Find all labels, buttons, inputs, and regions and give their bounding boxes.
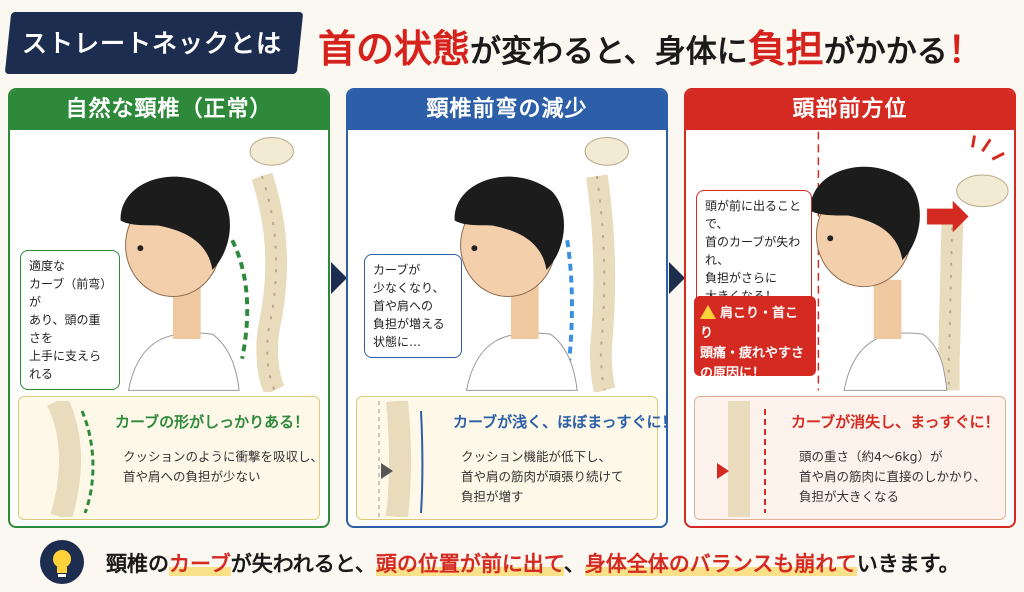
callout-line: 少なくなり、 [373,281,445,295]
summary-line: 首や肩の筋肉に直接のしかかり、 [799,469,987,484]
summary-box: カーブが消失し、まっすぐに！ 頭の重さ（約4〜6kg）が 首や肩の筋肉に直接のし… [694,396,1006,520]
callout-reduced: カーブが 少なくなり、 首や肩への 負担が増える 状態に… [364,254,462,358]
person-illustration [810,166,948,391]
footer-highlight: カーブ [169,552,231,576]
panel-forward-head: 頭部前方位 頭が前に出ることで、 首のカーブが失われ、 負担がさらに 大きくなる… [684,88,1016,528]
callout-line: 上手に支えられる [29,349,102,381]
summary-line: 負担が増す [461,489,524,504]
summary-line: クッションのように衝撃を吸収し、 [123,449,324,464]
summary-box: カーブが浅く、ほぼまっすぐに！ クッション機能が低下し、 首や肩の筋肉が頑張り続… [356,396,666,520]
headline: 首の状態が変わると、身体に負担がかかる！ [318,18,984,73]
callout-normal: 適度な カーブ（前弯）が あり、頭の重さを 上手に支えられる [20,250,120,390]
footer-part: が失われると、 [230,552,376,576]
summary-body: クッションのように衝撃を吸収し、 首や肩への負担が少ない [123,447,323,487]
callout-line: あり、頭の重さを [29,313,101,345]
spine-illustration [378,401,424,517]
spine-illustration [937,215,964,391]
headline-part-1: 首の状態 [318,27,471,71]
footer-highlight: 頭の位置が前に出て [375,552,564,576]
warning-line: 肩こり・首こり [700,306,799,341]
callout-line: 負担がさらに [705,271,778,285]
summary-line: 負担が大きくなる [799,489,900,504]
chevron-right-icon [331,262,347,294]
callout-line: 首や肩への [373,299,434,313]
spine-illustration [717,401,766,517]
headline-part-2: が変わると、身体に [470,34,748,70]
callout-line: 頭が前に出ることで、 [705,199,802,231]
reduced-neck-illustration [454,137,629,392]
summary-title: カーブの形がしっかりある！ [115,413,310,431]
footer-part: 頸椎の [106,552,169,576]
curve-indicator [230,239,250,360]
callout-line: カーブが [373,263,421,277]
callout-line: カーブ（前弯）が [29,277,107,309]
spine-illustration [586,174,616,392]
person-illustration [454,176,578,391]
summary-title: カーブが消失し、まっすぐに！ [791,413,1000,431]
panel-title: 自然な頸椎（正常） [10,90,328,130]
warning-icon [700,305,716,319]
footer-part: 、 [563,552,585,576]
footer-highlight: 身体全体のバランスも崩れて [584,552,857,576]
panel-title: 頸椎前弯の減少 [348,90,666,130]
footer-message: 頸椎のカーブが失われると、頭の位置が前に出て、身体全体のバランスも崩れていきます… [106,548,960,578]
header: ストレートネックとは 首の状態が変わると、身体に負担がかかる！ [0,0,1024,84]
panel-title: 頭部前方位 [686,90,1014,130]
callout-line: 適度な [29,259,66,273]
impact-lines [971,135,1005,161]
warning-box: 肩こり・首こり 頭痛・疲れやすさ の原因に！ [694,296,816,381]
headline-exclamation: ！ [947,30,984,71]
lightbulb-icon [40,540,84,584]
summary-line: 首や肩の筋肉が頑張り続けて [461,469,624,484]
headline-part-3: 負担 [747,27,824,71]
chevron-right-icon [669,262,685,294]
panel-normal: 自然な頸椎（正常） 適度な カーブ（前弯）が あり、頭の重さを 上手に支えられる… [8,88,330,528]
summary-body: 頭の重さ（約4〜6kg）が 首や肩の筋肉に直接のしかかり、 負担が大きくなる [799,447,986,507]
callout-forward-head: 頭が前に出ることで、 首のカーブが失われ、 負担がさらに 大きくなる！ [696,190,812,312]
callout-line: 首のカーブが失われ、 [705,235,801,267]
curve-indicator [565,239,574,361]
spine-illustration [47,401,95,517]
title-badge: ストレートネックとは [22,29,283,58]
summary-line: 首や肩への負担が少ない [123,469,261,484]
headline-part-4: がかかる [823,34,948,70]
forward-head-illustration [810,131,1009,391]
callout-line: 状態に… [373,335,422,349]
footer-part: いきます。 [856,552,960,576]
normal-neck-illustration [120,137,294,392]
summary-body: クッション機能が低下し、 首や肩の筋肉が頑張り続けて 負担が増す [461,447,624,507]
callout-line: 負担が増える [373,317,445,331]
summary-line: 頭の重さ（約4〜6kg）が [799,449,943,464]
summary-line: クッション機能が低下し、 [461,449,612,464]
summary-box: カーブの形がしっかりある！ クッションのように衝撃を吸収し、 首や肩への負担が少… [18,396,323,520]
warning-line: 頭痛・疲れやすさ [700,346,805,361]
person-illustration [120,176,240,391]
summary-title: カーブが浅く、ほぼまっすぐに！ [453,413,668,431]
warning-line: の原因に！ [700,366,766,381]
panel-reduced: 頸椎前弯の減少 カーブが 少なくなり、 首や肩への 負担が増える 状態に… カー… [346,88,668,528]
spine-illustration [251,172,287,392]
